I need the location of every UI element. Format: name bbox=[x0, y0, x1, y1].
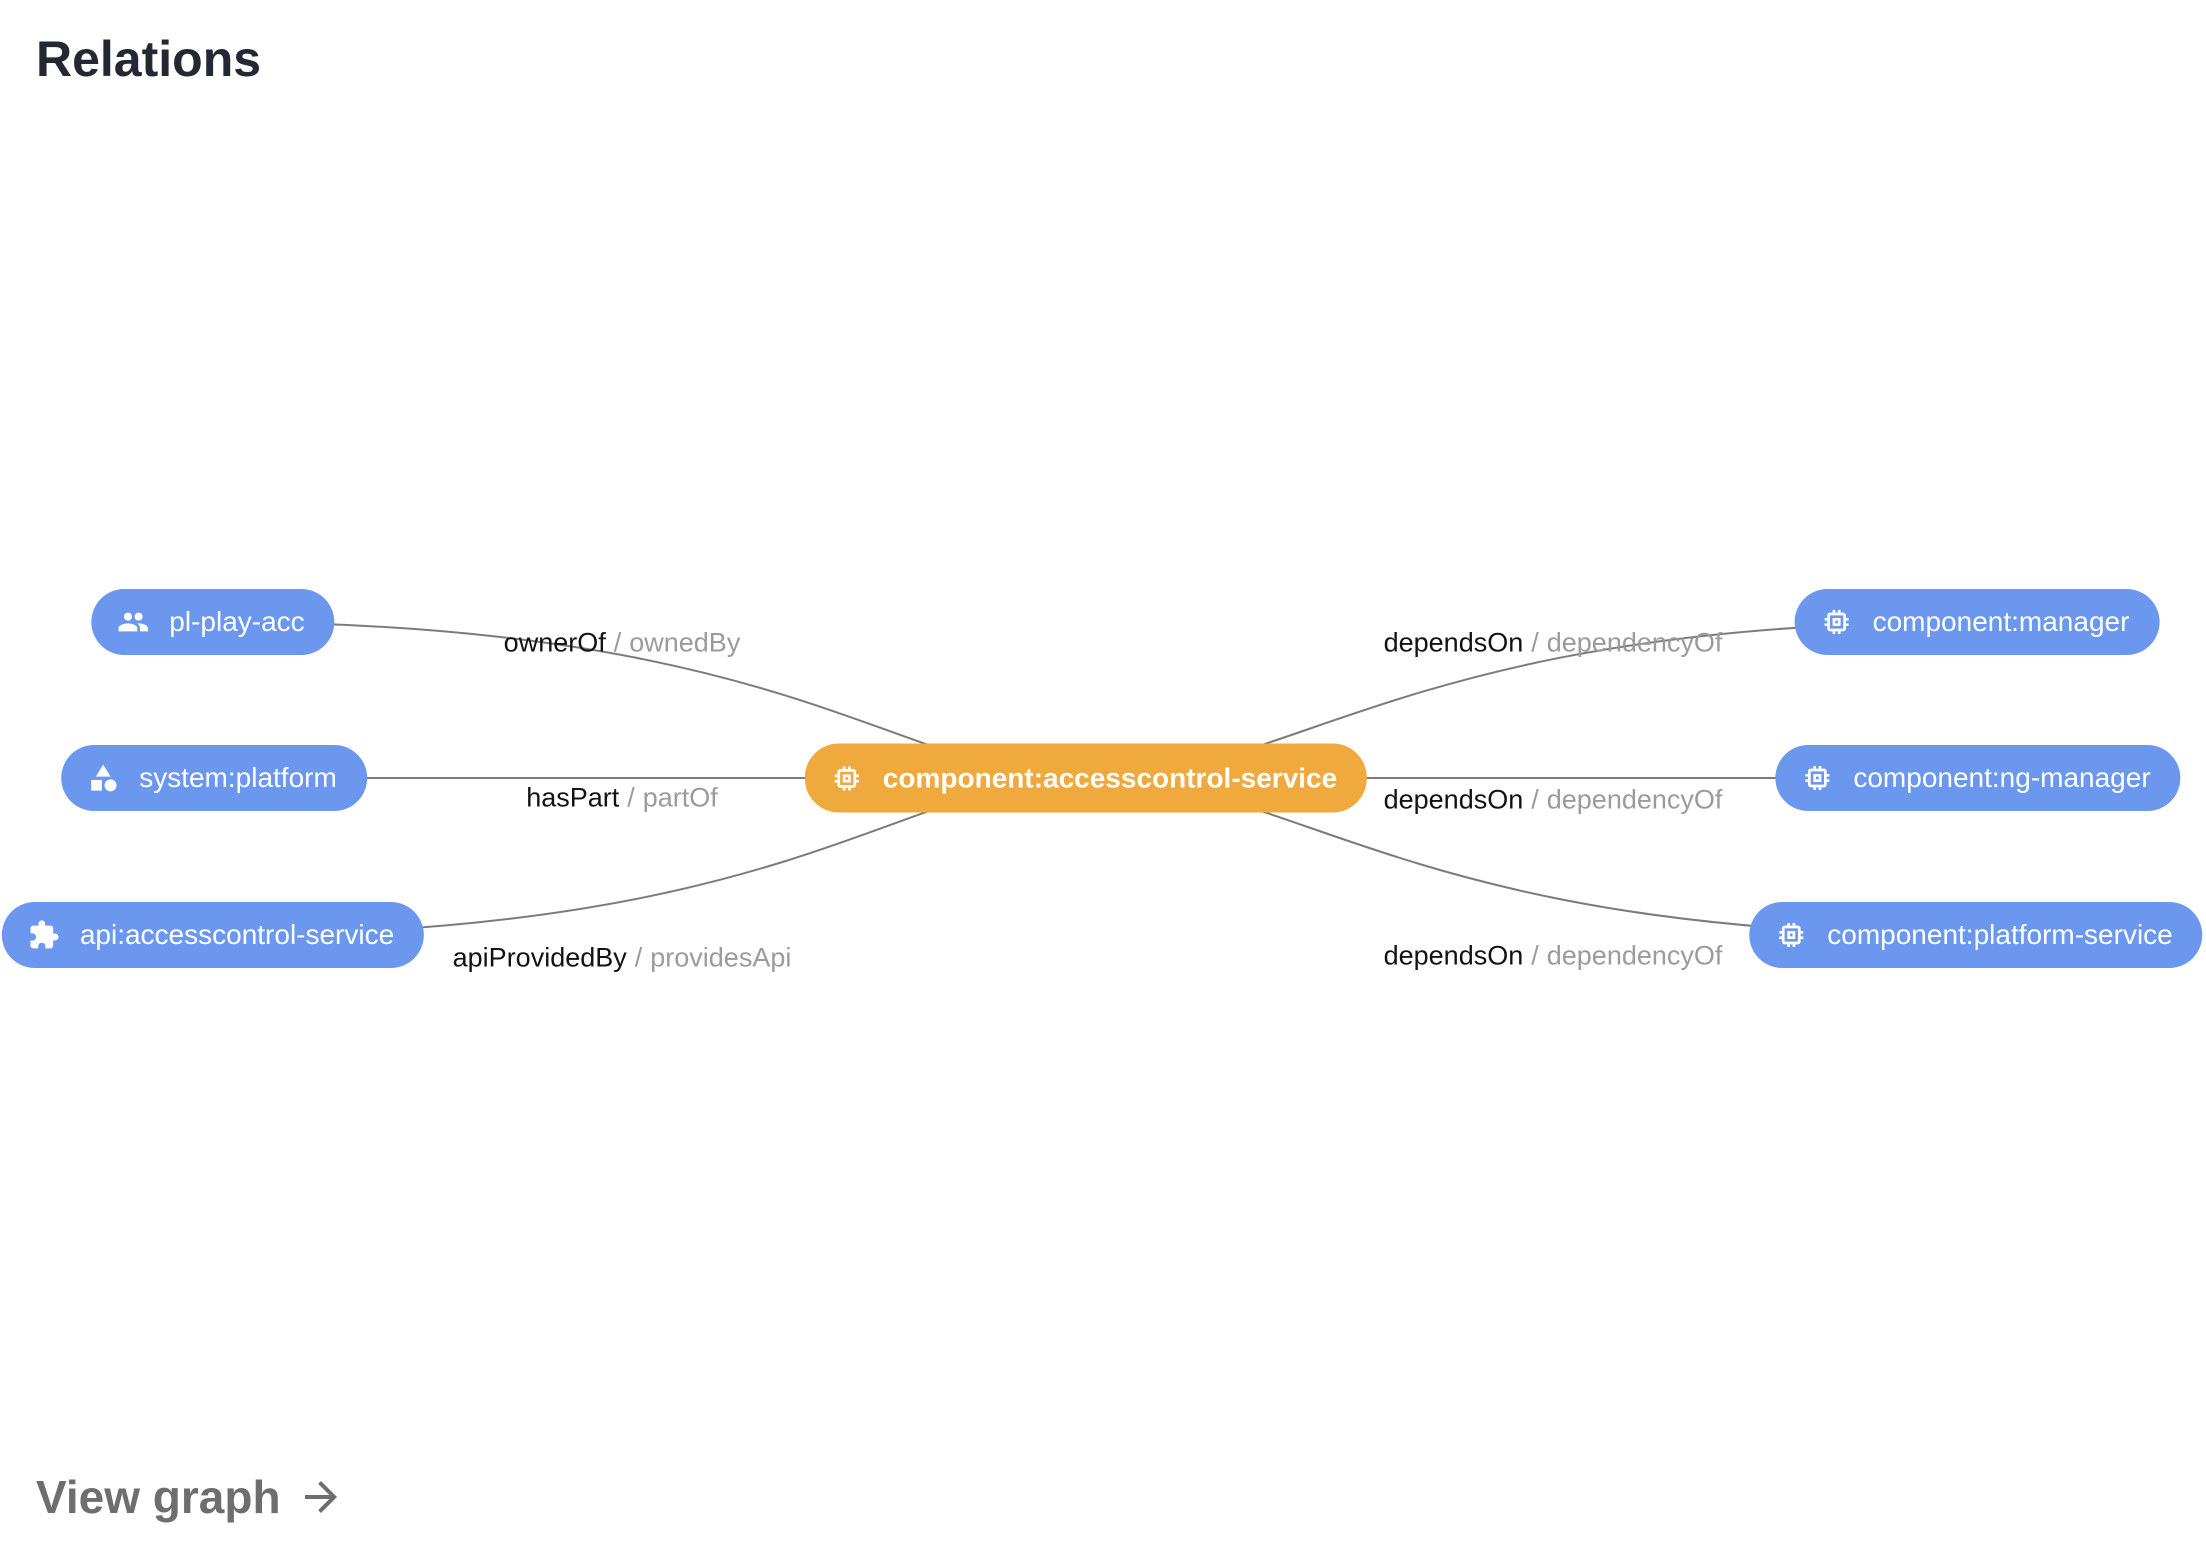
entity-node-system-platform[interactable]: system:platform bbox=[61, 745, 367, 811]
entity-node-label: component:manager bbox=[1872, 606, 2130, 637]
edge-label-dependson-manager: dependsOn/dependencyOf bbox=[1383, 627, 1723, 658]
entity-node-label: pl-play-acc bbox=[169, 606, 305, 637]
entity-node-label: system:platform bbox=[139, 762, 337, 793]
entity-node-label: api:accesscontrol-service bbox=[79, 919, 395, 950]
arrow-right-icon bbox=[304, 1481, 337, 1513]
group-icon bbox=[117, 606, 149, 638]
entity-node-label: component:accesscontrol-service bbox=[882, 762, 1338, 793]
entity-node-component-manager[interactable]: component:manager bbox=[1794, 589, 2160, 655]
entity-node-component-platform-service[interactable]: component:platform-service bbox=[1749, 902, 2203, 968]
page-title: Relations bbox=[36, 31, 262, 87]
chip-icon bbox=[1801, 762, 1833, 794]
entity-node-api-accesscontrol-service[interactable]: api:accesscontrol-service bbox=[1, 902, 425, 968]
edge-label-dependson-ng-manager: dependsOn/dependencyOf bbox=[1383, 784, 1723, 815]
edge-label-apiprovidedby: apiProvidedBy/providesApi bbox=[452, 942, 792, 973]
puzzle-icon bbox=[28, 919, 60, 951]
edge-label-dependson-platform-service: dependsOn/dependencyOf bbox=[1383, 940, 1723, 971]
edge-label-ownerof: ownerOf/ownedBy bbox=[503, 627, 741, 658]
category-icon bbox=[87, 762, 119, 794]
chip-icon bbox=[1821, 606, 1853, 638]
view-graph-label: View graph bbox=[36, 1471, 281, 1523]
edge-label-haspart: hasPart/partOf bbox=[526, 782, 718, 813]
chip-icon bbox=[1775, 919, 1807, 951]
view-graph-link[interactable]: View graph bbox=[36, 1470, 345, 1524]
entity-node-component-ng-manager[interactable]: component:ng-manager bbox=[1775, 745, 2181, 811]
entity-node-label: component:ng-manager bbox=[1853, 762, 2151, 793]
entity-node-label: component:platform-service bbox=[1827, 919, 2173, 950]
chip-icon bbox=[831, 762, 863, 794]
entity-node-component-accesscontrol-service[interactable]: component:accesscontrol-service bbox=[804, 743, 1368, 813]
entity-node-pl-play-acc[interactable]: pl-play-acc bbox=[91, 589, 335, 655]
